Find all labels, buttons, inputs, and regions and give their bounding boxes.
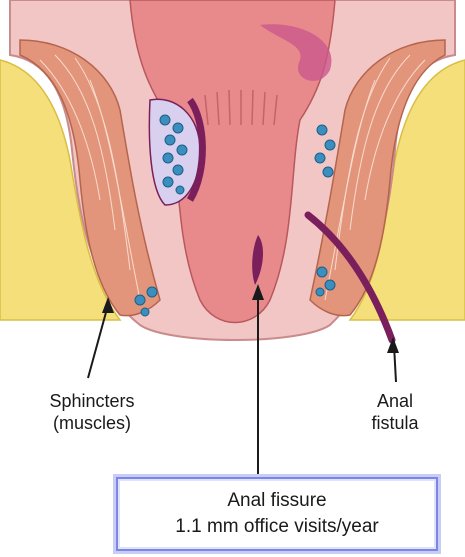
label-fistula-line2: fistula <box>340 412 450 434</box>
pointer-fistula <box>387 337 399 382</box>
fissure-title: Anal fissure <box>227 488 326 514</box>
label-anal-fistula: Anal fistula <box>340 390 450 434</box>
label-sphincters-line1: Sphincters <box>22 390 162 412</box>
anal-fissure-callout: Anal fissure 1.1 mm office visits/year <box>116 477 438 551</box>
fissure-stat: 1.1 mm office visits/year <box>175 514 378 540</box>
label-sphincters: Sphincters (muscles) <box>22 390 162 434</box>
label-sphincters-line2: (muscles) <box>22 412 162 434</box>
label-fistula-line1: Anal <box>340 390 450 412</box>
